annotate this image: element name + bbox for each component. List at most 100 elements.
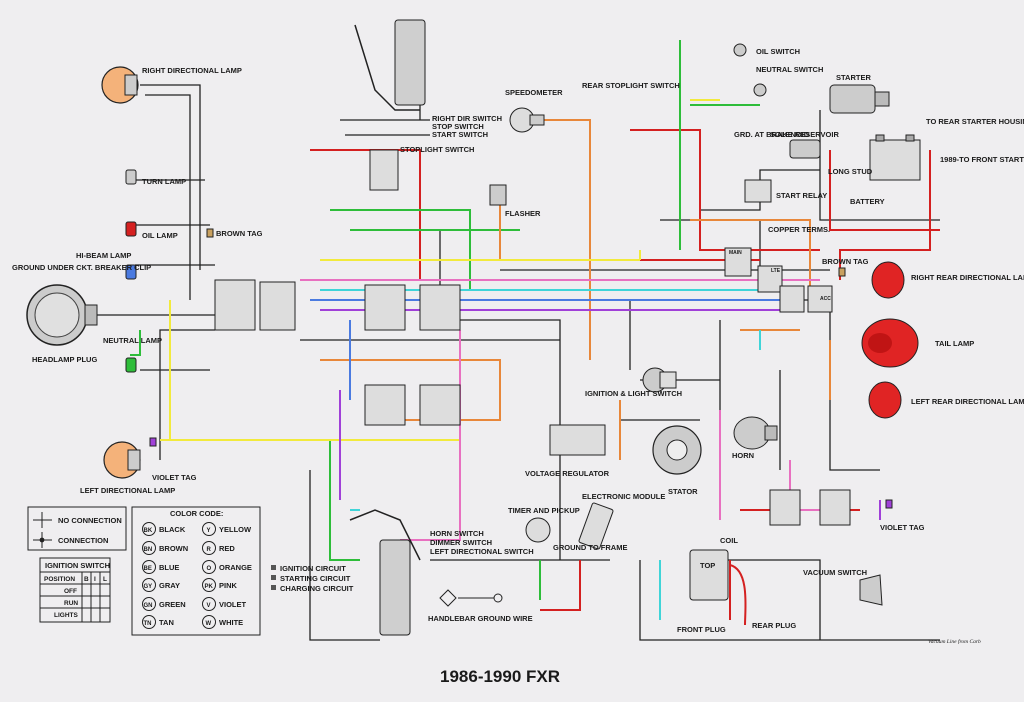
- rear-connector: [769, 489, 801, 526]
- ignition-table-header-position: POSITION: [44, 576, 75, 583]
- violet-tag-right: [885, 499, 893, 509]
- label-solenoid: SOLENOID: [770, 130, 810, 139]
- legend-ignition-circuit: IGNITION CIRCUIT: [280, 564, 346, 573]
- label-handlebar-ground: HANDLEBAR GROUND WIRE: [428, 614, 533, 623]
- label-tail-lamp: TAIL LAMP: [935, 339, 974, 348]
- label-vacuum-switch: VACUUM SWITCH: [803, 568, 867, 577]
- vacuum-switch: [859, 574, 883, 606]
- label-headlamp-plug: HEADLAMP PLUG: [32, 355, 97, 364]
- hi-beam-lamp: [125, 264, 137, 280]
- label-right-dir-switch: RIGHT DIR SWITCH: [432, 114, 502, 123]
- color-code-abbr: W: [206, 621, 212, 627]
- label-hi-beam-lamp: HI-BEAM LAMP: [76, 251, 131, 260]
- timer-pickup: [525, 517, 551, 543]
- violet-tag-left: [149, 437, 157, 447]
- color-code-name: YELLOW: [219, 525, 252, 534]
- label-stop-switch: STOP SWITCH: [432, 122, 484, 131]
- horn: [733, 416, 778, 450]
- brown-tag-right: [838, 267, 846, 277]
- oil-switch: [733, 43, 747, 57]
- coil: [689, 549, 747, 626]
- label-flasher: FLASHER: [505, 209, 541, 218]
- label-stator: STATOR: [668, 487, 698, 496]
- color-code-abbr: Y: [207, 528, 211, 534]
- speedometer: [509, 107, 545, 133]
- label-rear-plug: REAR PLUG: [752, 621, 796, 630]
- solenoid: [789, 139, 821, 159]
- ignition-switch: [642, 367, 677, 393]
- tail-lamp: [861, 318, 919, 368]
- color-code-title: COLOR CODE:: [170, 509, 223, 518]
- color-code-abbr: GN: [144, 603, 153, 609]
- left-rear-directional-lamp: [868, 381, 902, 419]
- color-code-name: PINK: [219, 581, 238, 590]
- color-code-name: BROWN: [159, 544, 188, 553]
- label-horn-switch: HORN SWITCH: [430, 529, 484, 538]
- label-starter: STARTER: [836, 73, 871, 82]
- label-top: TOP: [700, 561, 715, 570]
- legend-starting-circuit: STARTING CIRCUIT: [280, 574, 351, 583]
- label-turn-lamp: TURN LAMP: [142, 177, 186, 186]
- ignition-table-row-off: OFF: [64, 588, 77, 595]
- label-grd-brake: GRD. AT BRAKE RESERVOIR: [734, 130, 839, 139]
- label-horn: HORN: [732, 451, 754, 460]
- rear-connector: [819, 489, 851, 526]
- ignition-table-title: IGNITION SWITCH: [45, 561, 110, 570]
- connector-block: [364, 384, 406, 426]
- label-front-starter-bolt: 1989-TO FRONT STARTER BOLT: [940, 155, 1024, 164]
- label-violet-tag-left: VIOLET TAG: [152, 473, 197, 482]
- circuit-legend-marks: [271, 565, 276, 590]
- circuit-breaker-lte: [757, 265, 783, 293]
- label-electronic-module: ELECTRONIC MODULE: [582, 492, 665, 501]
- color-code-name: BLACK: [159, 525, 186, 534]
- color-code-abbr: PK: [205, 584, 214, 590]
- color-code-abbr: O: [207, 566, 212, 572]
- connection-legend: [27, 506, 127, 551]
- color-code-name: ORANGE: [219, 563, 252, 572]
- ignition-table-header-l: L: [103, 576, 107, 583]
- label-coil: COIL: [720, 536, 738, 545]
- label-timer-pickup: TIMER AND PICKUP: [508, 506, 580, 515]
- label-ground-to-frame: GROUND TO FRAME: [553, 543, 627, 552]
- color-code-name: RED: [219, 544, 235, 553]
- label-ground-clip: GROUND UNDER CKT. BREAKER CLIP: [12, 263, 151, 272]
- start-relay: [744, 179, 772, 203]
- starter: [829, 84, 890, 114]
- electronic-module: [578, 502, 614, 550]
- battery: [869, 134, 921, 181]
- label-copper-terms: COPPER TERMS.: [768, 225, 830, 234]
- neutral-lamp: [125, 357, 137, 373]
- label-long-stud: LONG STUD: [828, 167, 873, 176]
- legend-no-connection: NO CONNECTION: [58, 516, 122, 525]
- legend-charging-circuit: CHARGING CIRCUIT: [280, 584, 354, 593]
- connector-block: [419, 384, 461, 426]
- label-left-dir-switch: LEFT DIRECTIONAL SWITCH: [430, 547, 534, 556]
- label-brown-tag-right: BROWN TAG: [822, 257, 869, 266]
- label-right-directional-lamp: RIGHT DIRECTIONAL LAMP: [142, 66, 242, 75]
- ignition-table-header-b: B: [84, 576, 89, 583]
- right-handlebar-switch: [354, 19, 426, 191]
- stator: [652, 425, 702, 475]
- left-handlebar-switch: [349, 509, 421, 636]
- label-left-rear-dir-lamp: LEFT REAR DIRECTIONAL LAMP: [911, 397, 1024, 406]
- oil-lamp: [125, 221, 137, 237]
- label-acc: ACC: [820, 296, 831, 302]
- turn-lamp: [125, 169, 137, 185]
- label-lte: LTE: [771, 268, 781, 274]
- diagram-title: 1986-1990 FXR: [440, 667, 560, 686]
- label-battery: BATTERY: [850, 197, 885, 206]
- neutral-switch: [753, 83, 767, 97]
- color-code-name: WHITE: [219, 618, 243, 627]
- label-main: MAIN: [729, 250, 742, 256]
- labels: RIGHT DIRECTIONAL LAMP TURN LAMP OIL LAM…: [12, 47, 1024, 686]
- label-to-rear-starter: TO REAR STARTER HOUSING STUD: [926, 117, 1024, 126]
- color-code-name: GREEN: [159, 600, 186, 609]
- label-voltage-regulator: VOLTAGE REGULATOR: [525, 469, 610, 478]
- connector-block: [259, 281, 296, 331]
- ignition-table-row-run: RUN: [64, 600, 78, 607]
- circuit-breaker: [779, 285, 805, 313]
- ignition-table-header-i: I: [94, 576, 96, 583]
